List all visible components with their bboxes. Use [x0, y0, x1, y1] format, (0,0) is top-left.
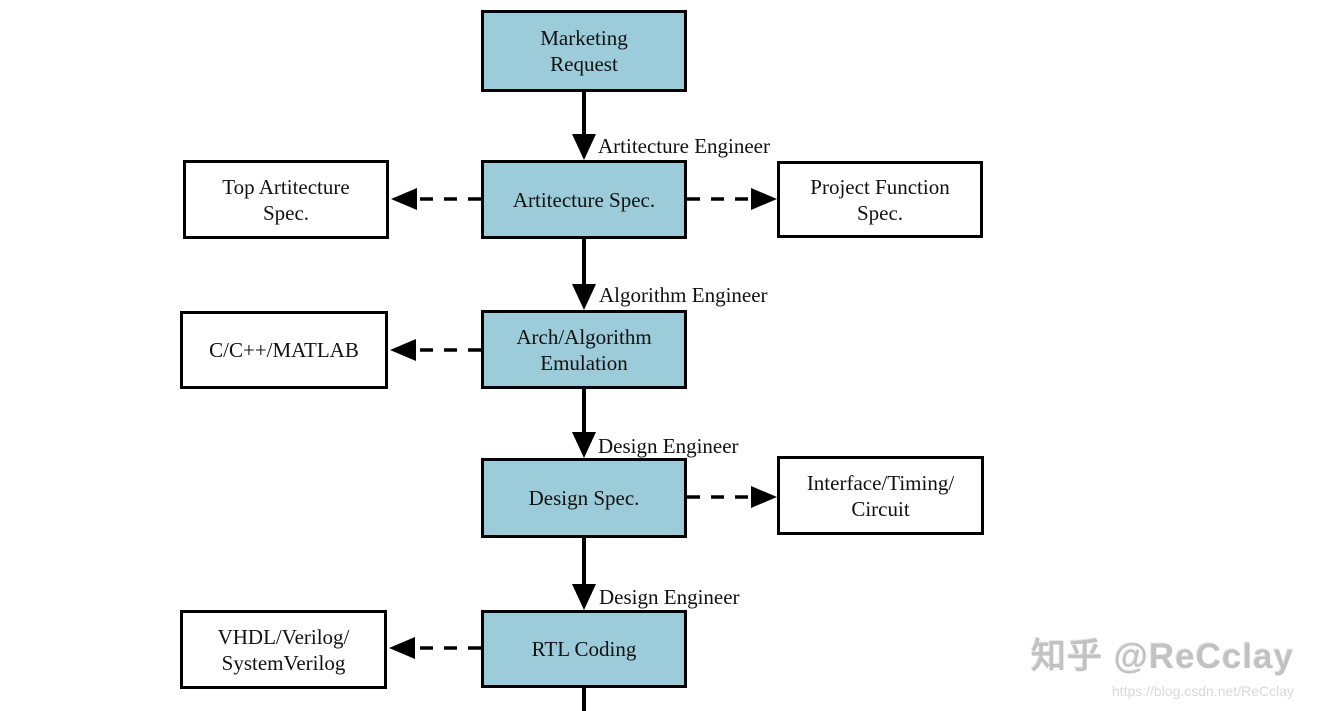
node-arch-algorithm-emulation: Arch/Algorithm Emulation [481, 310, 687, 389]
node-label: Interface/Timing/ Circuit [806, 470, 955, 521]
watermark-brand: 知乎 @ReCclay [1031, 637, 1294, 676]
node-label: Artitecture Spec. [512, 187, 656, 212]
node-label: Top Artitecture Spec. [222, 174, 350, 225]
node-artitecture-spec: Artitecture Spec. [481, 160, 687, 239]
watermark-url: https://blog.csdn.net/ReCclay [1111, 683, 1294, 699]
node-label: Marketing Request [540, 26, 628, 76]
node-marketing-request: Marketing Request [481, 10, 687, 92]
node-c-cpp-matlab: C/C++/MATLAB [180, 311, 388, 389]
node-project-function-spec: Project Function Spec. [777, 161, 983, 238]
node-label: RTL Coding [531, 637, 637, 661]
watermark: 知乎 @ReCclay https://blog.csdn.net/ReCcla… [1031, 628, 1294, 699]
node-rtl-coding: RTL Coding [481, 610, 687, 688]
edge-label-design-engineer-2: Design Engineer [599, 585, 740, 609]
node-label: Design Spec. [528, 486, 640, 510]
node-interface-timing-circuit: Interface/Timing/ Circuit [777, 456, 984, 535]
node-label: VHDL/Verilog/ SystemVerilog [217, 624, 350, 675]
node-label: Project Function Spec. [810, 174, 950, 225]
node-design-spec: Design Spec. [481, 458, 687, 538]
node-top-artitecture-spec: Top Artitecture Spec. [183, 160, 389, 239]
edge-label-design-engineer-1: Design Engineer [598, 434, 739, 458]
node-label: Arch/Algorithm Emulation [516, 324, 652, 375]
edge-label-algorithm-engineer: Algorithm Engineer [599, 283, 768, 307]
edge-label-artitecture-engineer: Artitecture Engineer [598, 134, 770, 158]
node-label: C/C++/MATLAB [209, 338, 359, 362]
node-vhdl-verilog-systemverilog: VHDL/Verilog/ SystemVerilog [180, 610, 387, 689]
dashed-arrow-lines [415, 197, 751, 650]
